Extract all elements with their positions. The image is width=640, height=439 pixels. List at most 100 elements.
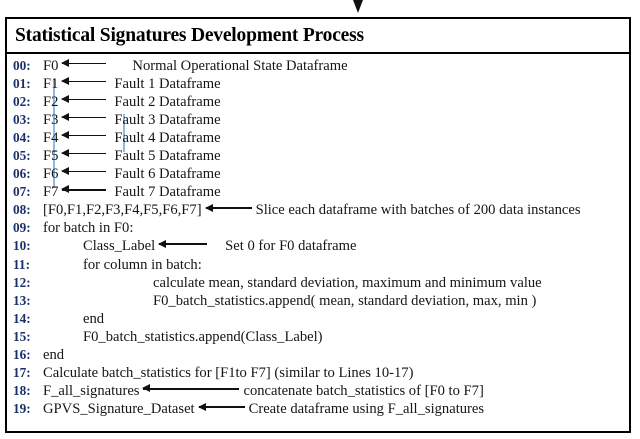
code-line-content: end <box>41 310 104 328</box>
assignment-arrow-icon <box>61 76 107 86</box>
code-line-content: end <box>41 346 64 364</box>
code-line-content: F4 Fault 4 Dataframe <box>41 129 221 147</box>
code-line-target: F5 <box>43 147 59 164</box>
assignment-arrow-icon <box>142 384 240 393</box>
code-line-target: F_all_signatures <box>43 383 140 400</box>
assignment-arrow-icon <box>61 149 107 158</box>
code-line: 18: F_all_signatures concatenate batch_sta… <box>7 382 629 400</box>
arrowhead-down-icon <box>353 0 363 13</box>
code-line-annotation: Normal Operational State Dataframe <box>132 57 348 74</box>
code-line-number: 19: <box>13 401 31 417</box>
code-line: 11:for column in batch: <box>7 256 629 274</box>
algorithm-title: Statistical Signatures Development Proce… <box>7 19 629 54</box>
code-line-annotation: Fault 2 Dataframe <box>114 93 221 110</box>
code-line-number: 17: <box>13 365 31 381</box>
code-line-content: F2 Fault 2 Dataframe <box>41 93 221 111</box>
code-line-target: F2 <box>43 93 59 110</box>
code-line-content: for batch in F0: <box>41 219 133 237</box>
code-line-annotation: Set 0 for F0 dataframe <box>225 238 357 255</box>
code-line-number: 08: <box>13 202 31 218</box>
code-line-target: GPVS_Signature_Dataset <box>43 401 195 418</box>
code-line-annotation: Fault 6 Dataframe <box>114 166 221 183</box>
assignment-arrow-icon <box>197 402 245 411</box>
code-line-number: 18: <box>13 383 31 399</box>
assignment-arrow-icon <box>61 113 107 122</box>
code-line-number: 14: <box>13 310 31 326</box>
code-line-content: F3 Fault 3 Dataframe <box>41 111 221 129</box>
code-line-annotation: Slice each dataframe with batches of 200… <box>255 202 581 219</box>
code-line-number: 01: <box>13 75 31 91</box>
code-line-content: F0_batch_statistics.append(Class_Label) <box>41 328 323 346</box>
code-line-annotation: Fault 4 Dataframe <box>114 129 221 146</box>
code-line-number: 16: <box>13 347 31 362</box>
code-line-annotation: Create dataframe using F_all_signatures <box>248 401 485 418</box>
code-line-number: 07: <box>13 184 31 200</box>
indent-guide-level-2 <box>123 113 125 152</box>
code-line-number: 02: <box>13 93 31 109</box>
code-line-content: [F0,F1,F2,F3,F4,F5,F6,F7] Slice each data… <box>41 201 581 219</box>
code-line-number: 05: <box>13 147 31 163</box>
code-line-target: F3 <box>43 111 59 128</box>
code-line: 13: F0_batch_statistics.append( mean, sta… <box>7 292 629 310</box>
code-line: 16: end <box>7 346 629 364</box>
code-line: 01: F1 Fault 1 Dataframe <box>7 75 629 93</box>
code-line: 17: Calculate batch_statistics for [F1to … <box>7 364 629 382</box>
code-line-target: end <box>43 347 65 363</box>
assignment-arrow-icon <box>61 185 107 194</box>
code-line-target: end <box>83 310 105 327</box>
code-line-target: F1 <box>43 75 59 92</box>
code-line-target: calculate mean, standard deviation, maxi… <box>153 274 542 291</box>
code-line-number: 15: <box>13 328 31 344</box>
code-line-number: 03: <box>13 111 31 127</box>
code-line-target: [F0,F1,F2,F3,F4,F5,F6,F7] <box>43 202 202 219</box>
code-line: 14: end <box>7 310 629 328</box>
code-line-content: F1 Fault 1 Dataframe <box>41 75 221 93</box>
code-line-content: Calculate batch_statistics for [F1to F7]… <box>41 364 413 382</box>
assignment-arrow-icon <box>61 58 107 68</box>
code-line: 09: for batch in F0: <box>7 219 629 237</box>
algorithm-box: Statistical Signatures Development Proce… <box>5 17 631 433</box>
code-line-annotation: Fault 3 Dataframe <box>114 111 221 128</box>
code-line-number: 09: <box>13 220 31 236</box>
code-line: 15: F0_batch_statistics.append(Class_Labe… <box>7 328 629 346</box>
code-line-target: for column in batch: <box>83 256 202 273</box>
code-line-number: 06: <box>13 166 31 182</box>
code-line-content: F_all_signatures concatenate batch_statis… <box>41 382 484 400</box>
code-line-target: F0_batch_statistics.append(Class_Label) <box>83 328 323 345</box>
code-line-content: for column in batch: <box>41 256 202 274</box>
code-line-number: 00: <box>13 57 31 73</box>
code-line-number: 13: <box>13 292 31 308</box>
stray-arrowhead-icon <box>352 0 364 13</box>
code-line-number: 12: <box>13 274 31 290</box>
assignment-arrow-icon <box>61 167 107 176</box>
code-line-content: calculate mean, standard deviation, maxi… <box>41 274 542 292</box>
code-line-number: 10: <box>13 238 31 254</box>
assignment-arrow-icon <box>204 203 252 212</box>
assignment-arrow-icon <box>61 94 107 104</box>
code-line-target: F0_batch_statistics.append( mean, standa… <box>153 292 537 309</box>
code-line: 12: calculate mean, standard deviation, m… <box>7 274 629 292</box>
code-line-annotation: Fault 7 Dataframe <box>114 184 221 201</box>
code-line: 03: F3 Fault 3 Dataframe <box>7 111 629 129</box>
code-line-annotation: concatenate batch_statistics of [F0 to F… <box>243 383 484 400</box>
code-line-target: for batch in F0: <box>43 220 134 237</box>
code-line-annotation: Fault 1 Dataframe <box>114 75 221 92</box>
code-line: 19: GPVS_Signature_Dataset Create datafram… <box>7 400 629 418</box>
code-line-content: F0_batch_statistics.append( mean, standa… <box>41 292 536 310</box>
code-line: 06: F6 Fault 6 Dataframe <box>7 165 629 183</box>
code-line-content: F6 Fault 6 Dataframe <box>41 165 221 183</box>
code-line-target: F6 <box>43 166 59 183</box>
code-line-target: F4 <box>43 129 59 146</box>
assignment-arrow-icon <box>158 239 208 248</box>
code-line: 02: F2 Fault 2 Dataframe <box>7 93 629 111</box>
code-line-target: Calculate batch_statistics for [F1to F7]… <box>43 365 414 382</box>
